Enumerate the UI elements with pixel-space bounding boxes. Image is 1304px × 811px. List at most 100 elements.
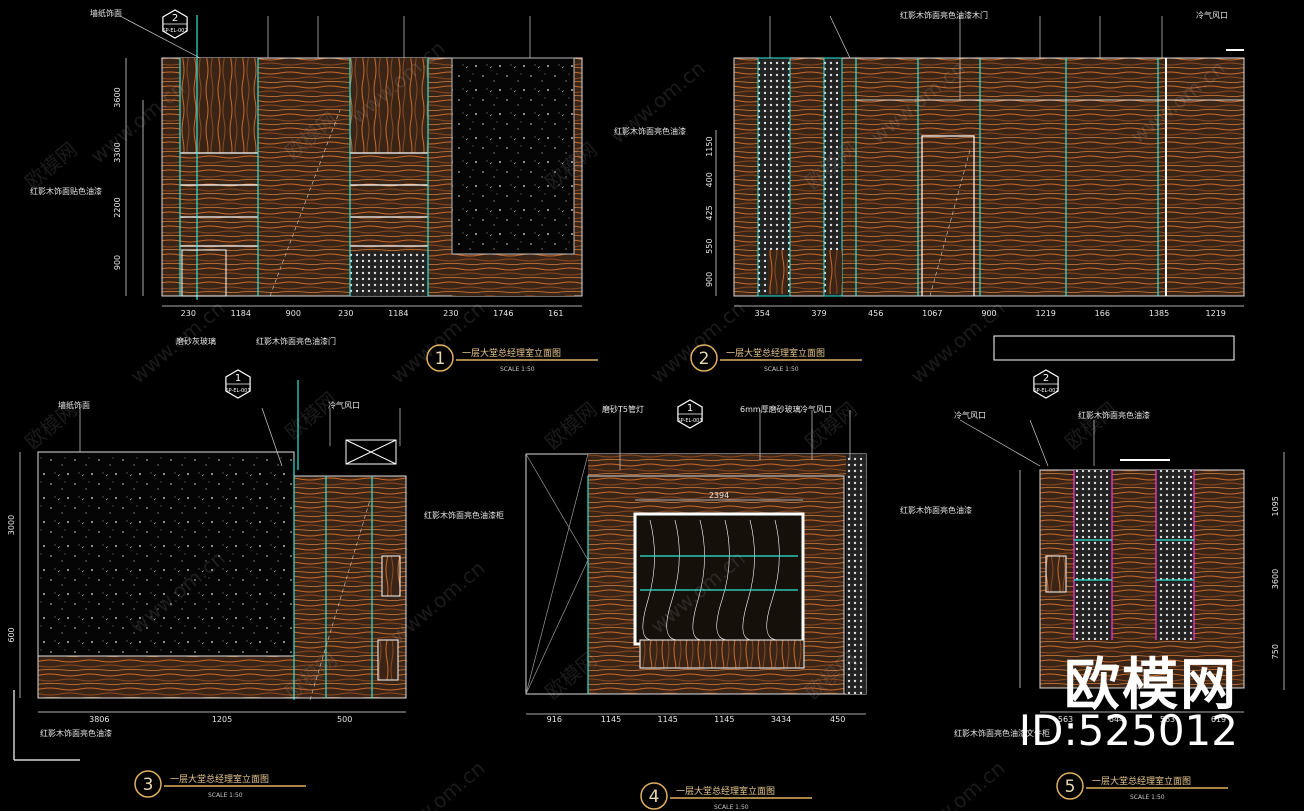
drawing-title: 一层大堂总经理室立面图: [676, 785, 775, 797]
dim-d1-bottom: 1746: [493, 309, 513, 318]
drawing-title-1: 1 一层大堂总经理室立面图 SCALE 1:50: [426, 344, 598, 373]
dim-d2-left: 900: [705, 272, 714, 287]
section-marker-2: 1SP-EL-001: [225, 369, 251, 399]
drawing-scale: SCALE 1:50: [208, 792, 243, 799]
dim-d4-bottom: 1145: [658, 715, 678, 724]
dim-d4-bottom: 3434: [771, 715, 791, 724]
dim-d1-bottom: 230: [338, 309, 353, 318]
dim-d2-bottom: 900: [981, 309, 996, 318]
drawing-title: 一层大堂总经理室立面图: [462, 347, 561, 359]
note-1d: 红影木饰面亮色油漆门: [256, 337, 336, 346]
note-1c: 磨砂灰玻璃: [176, 337, 216, 346]
dim-d3-bottom: 1205: [212, 715, 232, 724]
dim-d1-left: 3600: [113, 87, 122, 107]
dim-d4-bottom: 450: [830, 715, 845, 724]
section-hexagon: [162, 9, 188, 39]
note-5a: 冷气风口: [954, 411, 986, 420]
dim-d5-bottom: 563: [1160, 715, 1175, 724]
dim-d2-bottom: 354: [755, 309, 770, 318]
dim-d2-bottom: 1385: [1149, 309, 1169, 318]
dim-d1-left: 3300: [113, 142, 122, 162]
note-4c: 冷气风口: [800, 405, 832, 414]
section-marker-3: 1SP-EL-001: [677, 399, 703, 429]
title-circle: [134, 770, 162, 798]
dim-d5-bottom: 619: [1211, 715, 1226, 724]
elevation-4: [525, 453, 867, 715]
dim-d4-top: 2394: [709, 491, 729, 500]
note-2a: 红影木饰面亮色油漆: [614, 127, 686, 136]
note-2b: 冷气风口: [1196, 11, 1228, 20]
elevation-2: [715, 49, 1245, 361]
drawing-title-2: 2 一层大堂总经理室立面图 SCALE 1:50: [690, 344, 862, 373]
dim-d2-bottom: 379: [811, 309, 826, 318]
drawing-scale: SCALE 1:50: [714, 804, 749, 811]
brand-logo-text: 欧模网: [1064, 653, 1238, 718]
dim-d2-left: 1150: [705, 136, 714, 156]
section-hexagon: [1033, 369, 1059, 399]
note-5c: 红影木饰面亮色油漆文件柜: [954, 729, 1050, 738]
dim-d5-bottom: 563: [1058, 715, 1073, 724]
section-number: 2: [1043, 373, 1049, 384]
dim-d2-bottom: 166: [1095, 309, 1110, 318]
title-circle: [1056, 772, 1084, 800]
drawing-number: 3: [143, 775, 154, 795]
leader-lines: [79, 15, 1163, 470]
section-number: 1: [235, 373, 241, 384]
dim-d2-left: 550: [705, 239, 714, 254]
section-hexagon: [225, 369, 251, 399]
drawing-scale: SCALE 1:50: [500, 366, 535, 373]
section-marker-4: 2SP-EL-002: [1033, 369, 1059, 399]
drawing-title: 一层大堂总经理室立面图: [170, 773, 269, 785]
dim-d1-bottom: 1184: [388, 309, 408, 318]
dim-d1-bottom: 230: [443, 309, 458, 318]
note-2c: 红影木饰面亮色油漆木门: [900, 11, 988, 20]
dim-d4-bottom: 916: [547, 715, 562, 724]
dim-d5-right: 3600: [1271, 569, 1280, 589]
section-number: 2: [172, 13, 178, 24]
drawing-number: 4: [649, 787, 660, 807]
drawing-scale: SCALE 1:50: [764, 366, 799, 373]
drawing-title-3: 3 一层大堂总经理室立面图 SCALE 1:50: [134, 770, 306, 799]
dim-d1-bottom: 900: [286, 309, 301, 318]
elevation-1: [125, 15, 583, 307]
elevation-3: [13, 380, 407, 761]
note-4a: 磨砂T5管灯: [602, 405, 644, 414]
section-hexagon: [677, 399, 703, 429]
note-3a: 墙纸饰面: [58, 401, 90, 410]
dim-d2-left: 400: [705, 172, 714, 187]
dim-d5-right: 750: [1271, 644, 1280, 659]
title-circle: [426, 344, 454, 372]
note-4d: 红影木饰面亮色油漆: [900, 506, 972, 515]
note-3d: 红影木饰面亮色油漆: [40, 729, 112, 738]
dim-d4-bottom: 1145: [601, 715, 621, 724]
dim-d2-left: 425: [705, 205, 714, 220]
drawing-number: 2: [699, 349, 710, 369]
note-4b: 6mm厚磨砂玻璃: [740, 405, 801, 414]
dim-d2-bottom: 1219: [1036, 309, 1056, 318]
drawing-title: 一层大堂总经理室立面图: [726, 347, 825, 359]
dim-d1-bottom: 1184: [231, 309, 251, 318]
dim-d3-bottom: 500: [337, 715, 352, 724]
dim-d5-right: 1095: [1271, 496, 1280, 516]
drawing-titles: 1 一层大堂总经理室立面图 SCALE 1:50 2 一层大堂总经理室立面图 SCALE …: [134, 344, 1228, 811]
drawing-number: 1: [435, 349, 446, 369]
dim-d2-bottom: 1219: [1206, 309, 1226, 318]
note-3b: 冷气风口: [328, 401, 360, 410]
section-ref: SP-EL-001: [677, 418, 702, 424]
brand-model-id: ID:525012: [1018, 706, 1238, 755]
drawing-scale: SCALE 1:50: [1130, 794, 1165, 801]
dim-d2-bottom: 456: [868, 309, 883, 318]
dim-d1-left: 2200: [113, 197, 122, 217]
elevation-5: [1019, 452, 1285, 713]
title-circle: [690, 344, 718, 372]
note-1b: 红影木饰面贴色油漆: [30, 187, 102, 196]
drawing-number: 5: [1065, 777, 1076, 797]
drawing-title-4: 4 一层大堂总经理室立面图 SCALE 1:50: [640, 782, 812, 811]
dim-d3-left: 3000: [7, 515, 16, 535]
dim-d1-left: 900: [113, 255, 122, 270]
